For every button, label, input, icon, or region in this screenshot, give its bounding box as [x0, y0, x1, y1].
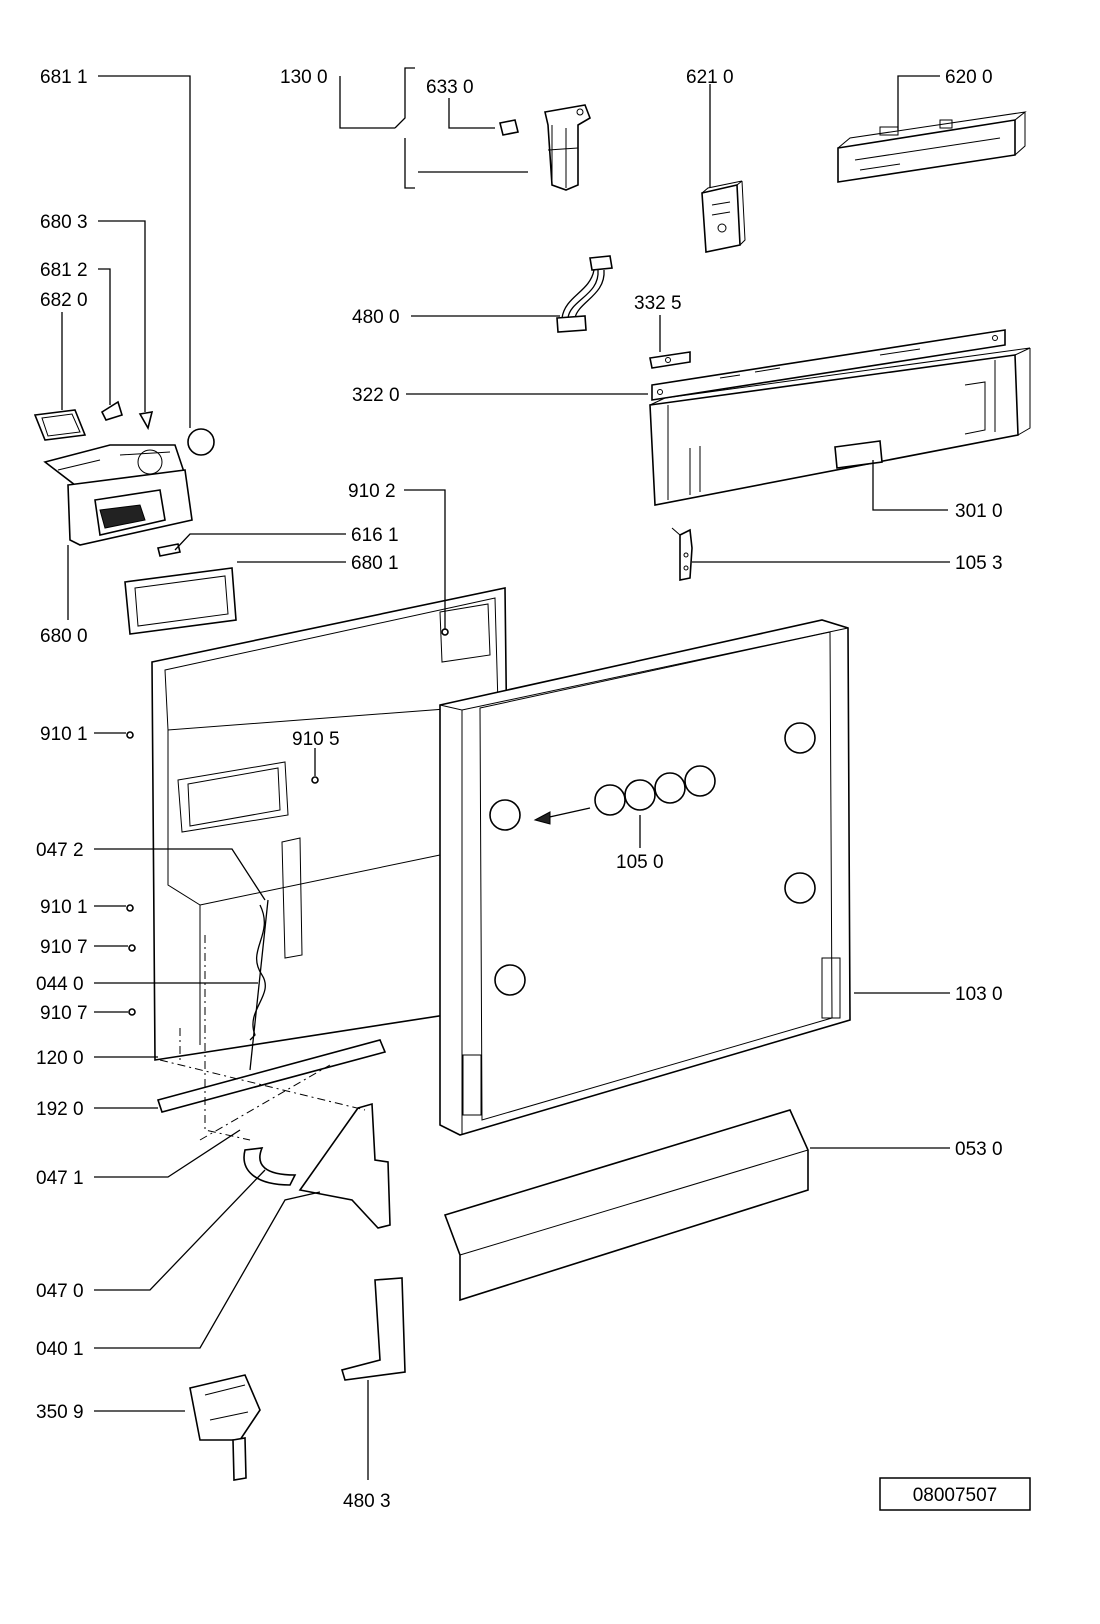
callout-053-0: 053 0	[955, 1139, 1003, 1160]
callout-910-1-upper: 910 1	[40, 724, 88, 745]
reference-number-box: 08007507	[879, 1477, 1031, 1511]
callout-910-7-lower: 910 7	[40, 1003, 88, 1024]
callout-621-0: 621 0	[686, 67, 734, 88]
callout-120-0: 120 0	[36, 1048, 84, 1069]
outer-door-part	[439, 619, 851, 1136]
callout-633-0: 633 0	[426, 77, 474, 98]
callout-680-1: 680 1	[351, 553, 399, 574]
bracket-part	[671, 527, 693, 581]
callout-480-3: 480 3	[343, 1491, 391, 1512]
kickplate-part	[443, 1109, 809, 1302]
callout-681-1: 681 1	[40, 67, 88, 88]
callout-620-0: 620 0	[945, 67, 993, 88]
control-module-part	[701, 180, 746, 253]
callout-130-0: 130 0	[280, 67, 328, 88]
callout-322-0: 322 0	[352, 385, 400, 406]
detergent-dispenser-part	[33, 400, 215, 557]
callout-105-3: 105 3	[955, 553, 1003, 574]
clip-part	[649, 351, 691, 369]
callout-480-0: 480 0	[352, 307, 400, 328]
callout-681-2: 681 2	[40, 260, 88, 281]
callout-192-0: 192 0	[36, 1099, 84, 1120]
callout-047-0: 047 0	[36, 1281, 84, 1302]
callout-616-1: 616 1	[351, 525, 399, 546]
dispenser-gasket-part	[124, 567, 237, 635]
door-switch-part	[189, 1374, 261, 1481]
callout-680-0: 680 0	[40, 626, 88, 647]
inner-door-panel-part	[151, 587, 511, 1061]
callout-910-5: 910 5	[292, 729, 340, 750]
hinge-bracket-part	[499, 104, 591, 191]
callout-047-1: 047 1	[36, 1168, 84, 1189]
l-bracket-part	[340, 1277, 406, 1381]
callout-301-0: 301 0	[955, 501, 1003, 522]
door-rail-part	[156, 899, 391, 1229]
callout-044-0: 044 0	[36, 974, 84, 995]
callout-332-5: 332 5	[634, 293, 682, 314]
callout-910-1-lower: 910 1	[40, 897, 88, 918]
callout-labels: 681 1 130 0 633 0 621 0 620 0 680 3 681 …	[36, 67, 1003, 1512]
control-panel-housing-part	[649, 347, 1031, 506]
callout-350-9: 350 9	[36, 1402, 84, 1423]
callout-910-7-upper: 910 7	[40, 937, 88, 958]
callout-910-2: 910 2	[348, 481, 396, 502]
leader-lines	[61, 67, 950, 1480]
control-fascia-part	[651, 329, 1006, 401]
electronic-board-part	[837, 111, 1027, 183]
callout-105-0: 105 0	[616, 852, 664, 873]
screws	[126, 628, 449, 1016]
callout-682-0: 682 0	[40, 290, 88, 311]
callout-103-0: 103 0	[955, 984, 1003, 1005]
callout-680-3: 680 3	[40, 212, 88, 233]
callout-040-1: 040 1	[36, 1339, 84, 1360]
reference-number: 08007507	[913, 1485, 998, 1506]
wiring-harness-part	[556, 255, 613, 333]
callout-047-2: 047 2	[36, 840, 84, 861]
